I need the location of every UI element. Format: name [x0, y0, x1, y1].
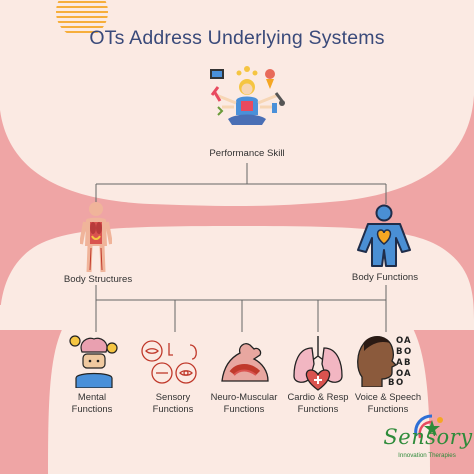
performance-skill-label: Performance Skill: [209, 148, 285, 159]
svg-text:O: O: [396, 378, 403, 387]
logo-subtitle: Innovation Therapies: [398, 452, 456, 459]
svg-text:O: O: [404, 347, 411, 357]
svg-text:O: O: [396, 336, 403, 346]
function-label-voice-speech: Voice & Speech Functions: [354, 391, 422, 414]
svg-text:A: A: [404, 369, 411, 379]
tree-connectors: [95, 163, 387, 332]
svg-text:A: A: [404, 336, 411, 346]
svg-text:A: A: [396, 358, 403, 368]
function-label-cardio-resp: Cardio & Resp Functions: [287, 391, 349, 414]
svg-text:B: B: [396, 347, 402, 357]
star-person-logo-icon: [414, 414, 443, 439]
body-structures-label: Body Structures: [63, 274, 133, 285]
function-label-neuro-muscular: Neuro-Muscular Functions: [210, 391, 278, 414]
logo-wordmark: Sensory: [383, 425, 473, 449]
svg-text:B: B: [404, 358, 410, 368]
page-title: OTs Address Underlying Systems: [89, 27, 385, 49]
svg-text:B: B: [388, 378, 394, 387]
lungs-heart-icon: [293, 336, 343, 391]
function-label-sensory: Sensory Functions: [152, 391, 194, 414]
muscle-arm-icon: [221, 343, 269, 382]
senses-icon: [141, 340, 197, 384]
body-heart-icon: [357, 204, 411, 267]
multitasking-person-icon: [210, 66, 285, 125]
body-functions-label: Body Functions: [351, 272, 419, 283]
svg-text:O: O: [396, 369, 403, 379]
function-label-mental: Mental Functions: [71, 391, 113, 414]
brain-gears-icon: [69, 335, 118, 388]
human-anatomy-icon: [80, 202, 112, 273]
